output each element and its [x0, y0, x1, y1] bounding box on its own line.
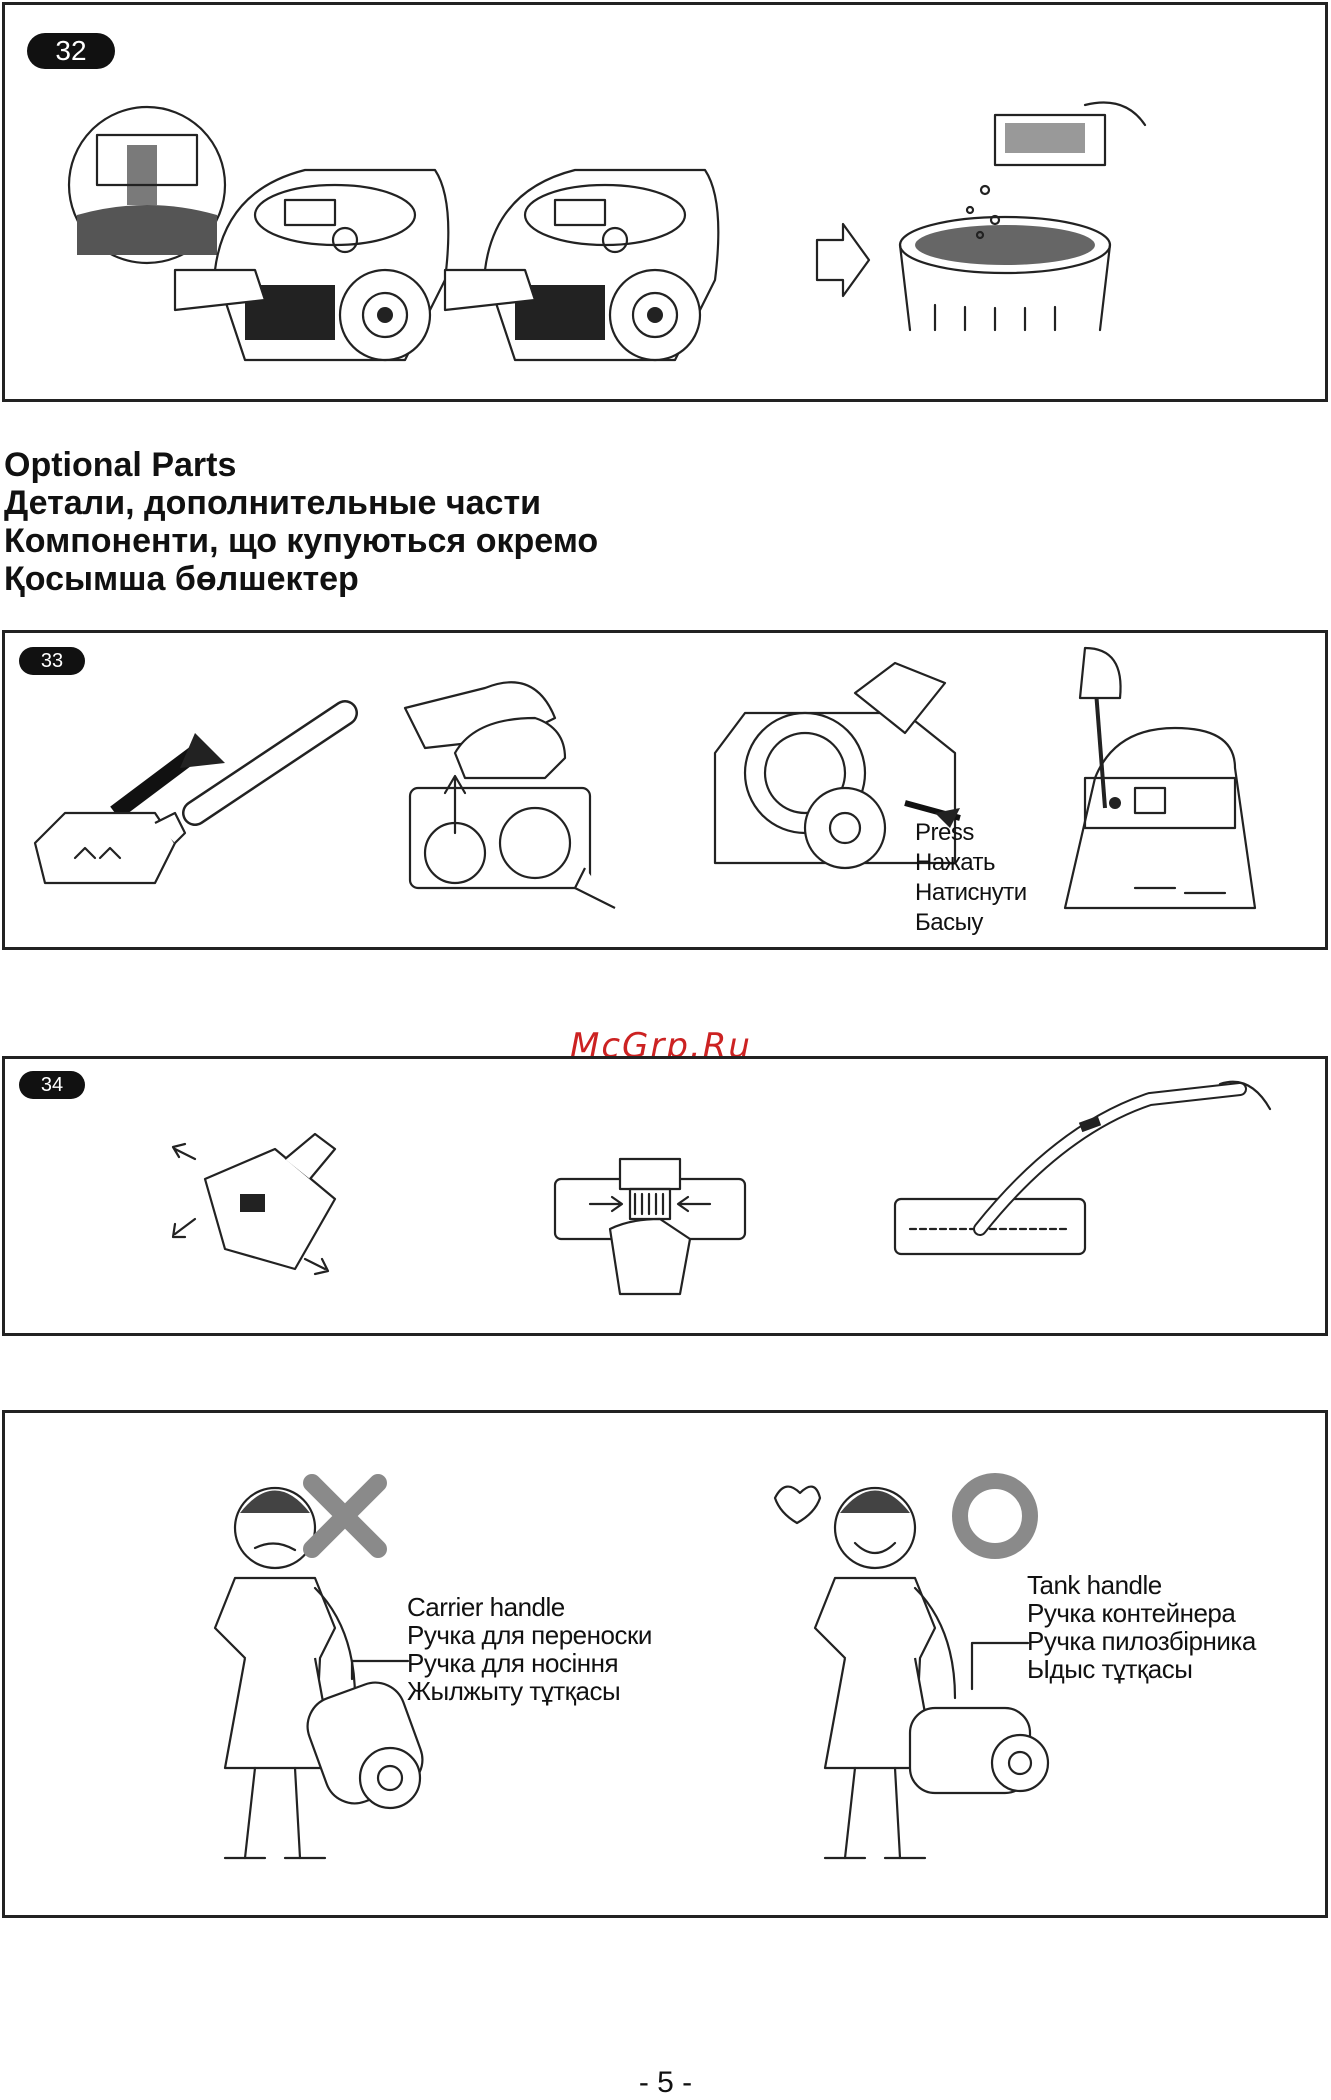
brush-underside-illustration [550, 1119, 750, 1299]
step-32-panel: 32 [2, 2, 1328, 402]
step-badge: 32 [27, 33, 115, 69]
tank-handle-kk: Ыдыс тұтқасы [1027, 1655, 1256, 1683]
trash-bin-illustration [885, 95, 1125, 335]
heading-en: Optional Parts [4, 446, 598, 484]
vacuum-cleaner-illustration [185, 160, 455, 370]
circle-mark-icon [950, 1471, 1040, 1561]
step-33-panel: 33 Press Нажать Натиснути Басыу [2, 630, 1328, 950]
carrier-handle-uk: Ручка для носіння [407, 1649, 652, 1677]
page-number: - 5 - [0, 2066, 1331, 2100]
brush-cover-removal-illustration [385, 658, 625, 938]
turbo-brush-illustration [25, 673, 365, 893]
vacuum-carried-by-tank-handle [910, 1708, 1048, 1793]
brush-hose-illustration [890, 1079, 1270, 1259]
press-uk: Натиснути [915, 878, 1027, 908]
screwdriver-illustration [1055, 648, 1275, 918]
step-badge: 33 [19, 647, 85, 675]
press-caption: Press Нажать Натиснути Басыу [915, 818, 1027, 938]
step-34-panel: 34 [2, 1056, 1328, 1336]
carrier-handle-kk: Жылжыту тұтқасы [407, 1677, 652, 1705]
press-ru: Нажать [915, 848, 1027, 878]
arrow-right-icon [813, 220, 873, 300]
section-heading: Optional Parts Детали, дополнительные ча… [4, 446, 598, 598]
heading-kk: Қосымша бөлшектер [4, 560, 598, 598]
tank-handle-leader-line [970, 1631, 1030, 1691]
brush-rotation-illustration [165, 1119, 365, 1289]
heading-uk: Компоненти, що купуються окремо [4, 522, 598, 560]
carrier-handle-caption: Carrier handle Ручка для переноски Ручка… [407, 1593, 652, 1705]
tank-handle-uk: Ручка пилозбірника [1027, 1627, 1256, 1655]
tank-handle-en: Tank handle [1027, 1571, 1256, 1599]
cross-mark-icon [300, 1471, 390, 1561]
press-kk: Басыу [915, 908, 1027, 938]
heading-ru: Детали, дополнительные части [4, 484, 598, 522]
handles-panel: Carrier handle Ручка для переноски Ручка… [2, 1410, 1328, 1918]
carrier-handle-en: Carrier handle [407, 1593, 652, 1621]
tank-handle-caption: Tank handle Ручка контейнера Ручка пилоз… [1027, 1571, 1256, 1683]
press-en: Press [915, 818, 1027, 848]
step-badge: 34 [19, 1071, 85, 1099]
carrier-handle-ru: Ручка для переноски [407, 1621, 652, 1649]
tank-handle-ru: Ручка контейнера [1027, 1599, 1256, 1627]
vacuum-cleaner-illustration [455, 160, 725, 370]
carrier-handle-leader-line [350, 1641, 410, 1681]
